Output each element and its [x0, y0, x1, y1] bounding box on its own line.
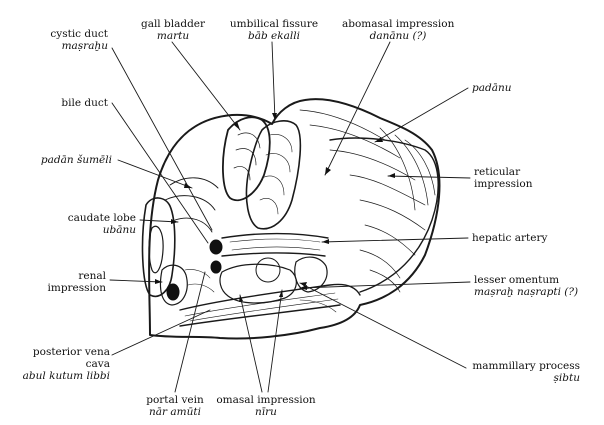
reticular-impression-en2: impression — [474, 178, 533, 190]
label-abomasal-impression: abomasal impression danānu (?) — [342, 18, 454, 42]
lesser-omentum-ak: maṣraḫ naṣrapti (?) — [474, 286, 579, 298]
posterior-vena-cava-ak: abul kutum libbi — [22, 370, 110, 382]
posterior-vena-cava-en2: cava — [85, 358, 110, 370]
posterior-vena-cava-en1: posterior vena — [32, 346, 110, 358]
right-lobe-hatching — [299, 109, 436, 293]
gall-bladder-shade — [233, 132, 261, 181]
mammillary-process-en: mammillary process — [472, 360, 580, 372]
left-lobe-lines — [164, 177, 219, 233]
portal-vein-ak: nār amūti — [149, 406, 201, 418]
abomasal-impression-en: abomasal impression — [342, 18, 455, 30]
bile-duct-en: bile duct — [61, 97, 108, 109]
padanu-ak: padānu — [472, 82, 512, 94]
renal-impression-en1: renal — [78, 270, 106, 282]
omasal-impression-ak: nīru — [255, 406, 277, 418]
mammillary-process-ak: ṣibtu — [553, 372, 580, 384]
abomasal-impression-ak: danānu (?) — [369, 30, 427, 42]
hepatic-artery-band — [221, 232, 329, 257]
quadrate-lobe-hatch — [259, 134, 293, 215]
label-mammillary-process: mammillary process ṣibtu — [468, 360, 580, 384]
gall-bladder-en: gall bladder — [140, 18, 206, 30]
label-caudate-lobe: caudate lobe ubānu — [30, 212, 136, 236]
portal-vein-hole-2 — [210, 260, 222, 274]
gall-bladder-ak: martu — [156, 30, 190, 42]
label-padanu: padānu — [472, 82, 532, 94]
lower-shading — [184, 269, 337, 313]
label-bile-duct: bile duct — [30, 97, 108, 109]
quadrate-lobe — [245, 120, 302, 230]
label-padan-sumeli: padān šumēli — [20, 154, 112, 166]
caudate-lobe-en: caudate lobe — [67, 212, 136, 224]
mammillary-process-shape — [294, 256, 328, 293]
cystic-duct-en: cystic duct — [50, 28, 108, 40]
label-portal-vein: portal vein nār amūti — [140, 394, 210, 418]
caudate-lobe-shape — [141, 197, 176, 297]
caudate-lobe-inner — [148, 225, 164, 274]
umbilical-fissure-en: umbilical fissure — [229, 18, 319, 30]
leader-lines — [109, 41, 471, 393]
label-lesser-omentum: lesser omentum maṣraḫ naṣrapti (?) — [474, 274, 600, 298]
omasal-impression-shape — [219, 263, 297, 304]
portal-vein-hole — [209, 239, 223, 255]
label-reticular-impression: reticular impression — [474, 166, 574, 190]
vena-cava-hole — [166, 283, 180, 301]
hepatic-artery-en: hepatic artery — [472, 232, 548, 244]
padan-sumeli-ak: padān šumēli — [40, 154, 112, 166]
reticular-bulge — [329, 137, 439, 293]
label-gall-bladder: gall bladder martu — [138, 18, 208, 42]
reticular-impression-en1: reticular — [474, 166, 521, 178]
label-renal-impression: renal impression — [30, 270, 107, 294]
omasal-impression-en: omasal impression — [216, 394, 316, 406]
liver-outline — [148, 98, 441, 340]
lesser-omentum-band — [179, 283, 361, 327]
gall-bladder-shape — [222, 116, 271, 202]
cystic-duct-ak: maṣraḫu — [61, 40, 108, 52]
omasal-round — [255, 257, 281, 283]
renal-impression-en2: impression — [47, 282, 107, 294]
label-cystic-duct: cystic duct maṣraḫu — [20, 28, 108, 52]
caudate-lobe-ak: ubānu — [102, 224, 136, 236]
label-posterior-vena-cava: posterior vena cava abul kutum libbi — [8, 346, 110, 382]
label-umbilical-fissure: umbilical fissure bāb ekalli — [222, 18, 326, 42]
label-omasal-impression: omasal impression nīru — [210, 394, 322, 418]
arrowheads — [155, 113, 395, 302]
lesser-omentum-en: lesser omentum — [474, 274, 560, 286]
label-hepatic-artery: hepatic artery — [472, 232, 582, 244]
renal-impression-shape — [159, 264, 188, 306]
portal-vein-en: portal vein — [146, 394, 204, 406]
umbilical-fissure-ak: bāb ekalli — [248, 30, 300, 42]
